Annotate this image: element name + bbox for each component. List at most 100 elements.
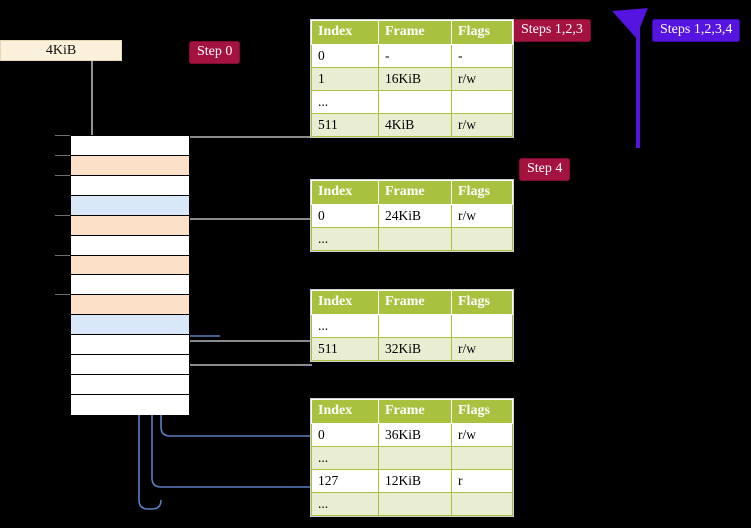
- cell-index: ...: [311, 314, 379, 338]
- cell-flags: [451, 314, 513, 338]
- table-row: ...: [311, 446, 513, 470]
- memory-frame-row: [71, 335, 189, 356]
- cell-index: 1: [311, 67, 379, 91]
- memory-frame-row: [71, 235, 189, 256]
- cell-flags: r/w: [451, 67, 513, 91]
- memory-frame-row: [71, 175, 189, 196]
- column-header-frame: Frame: [378, 290, 452, 315]
- badge-step-4: Step 4: [519, 158, 571, 181]
- cell-flags: r/w: [451, 423, 513, 447]
- memory-frame-row: [71, 315, 189, 336]
- table-row: ...: [311, 314, 513, 338]
- column-header-flags: Flags: [451, 20, 513, 45]
- column-header-flags: Flags: [451, 399, 513, 424]
- memory-frame-row: [71, 136, 189, 156]
- memory-frame-row: [71, 375, 189, 395]
- cell-frame: [378, 90, 452, 114]
- cell-flags: -: [451, 44, 513, 68]
- wire-step4-return: [612, 8, 648, 148]
- memory-frame-row: [71, 295, 189, 316]
- memory-tick: [55, 214, 70, 216]
- memory-frame-row: [71, 275, 189, 296]
- physical-memory-column: [70, 135, 190, 415]
- memory-frame-row: [71, 255, 189, 276]
- wire-gray-hook-right: [177, 331, 312, 342]
- cell-frame: 24KiB: [378, 204, 452, 228]
- cell-flags: r/w: [451, 113, 513, 137]
- table-row: ...: [311, 227, 513, 251]
- cell-index: 0: [311, 423, 379, 447]
- memory-tick: [55, 135, 70, 136]
- cell-frame: 32KiB: [378, 337, 452, 361]
- column-header-index: Index: [311, 399, 379, 424]
- cell-frame: [378, 227, 452, 251]
- column-header-index: Index: [311, 290, 379, 315]
- cell-flags: [451, 492, 513, 516]
- memory-frame-row: [71, 215, 189, 236]
- table-row: ...: [311, 90, 513, 114]
- memory-tick: [55, 154, 70, 156]
- wire-pt-row127-to-memory: [151, 413, 312, 488]
- cell-frame: 4KiB: [378, 113, 452, 137]
- cell-index: 0: [311, 204, 379, 228]
- cell-flags: r: [451, 469, 513, 493]
- cell-frame: 16KiB: [378, 67, 452, 91]
- table-row: 0--: [311, 44, 513, 68]
- column-header-flags: Flags: [451, 180, 513, 205]
- cell-frame: -: [378, 44, 452, 68]
- column-header-frame: Frame: [378, 20, 452, 45]
- memory-frame-row: [71, 195, 189, 216]
- cr3-4kib-box: 4KiB: [0, 40, 122, 61]
- cell-frame: 36KiB: [378, 423, 452, 447]
- cell-frame: [378, 446, 452, 470]
- badge-steps-123: Steps 1,2,3: [513, 19, 591, 42]
- wire-pdpt-to-memory: [177, 218, 312, 268]
- cell-flags: r/w: [451, 204, 513, 228]
- cell-flags: [451, 227, 513, 251]
- column-header-frame: Frame: [378, 180, 452, 205]
- cell-index: 127: [311, 469, 379, 493]
- cell-flags: r/w: [451, 337, 513, 361]
- cell-index: ...: [311, 446, 379, 470]
- column-header-index: Index: [311, 180, 379, 205]
- column-header-flags: Flags: [451, 290, 513, 315]
- cell-index: ...: [311, 90, 379, 114]
- memory-tick: [55, 174, 70, 176]
- cell-index: 0: [311, 44, 379, 68]
- cell-index: 511: [311, 113, 379, 137]
- memory-frame-row: [71, 394, 189, 415]
- memory-frame-row: [71, 155, 189, 176]
- memory-tick: [55, 254, 70, 256]
- wire-pt-row0-to-memory: [160, 413, 312, 437]
- cell-index: ...: [311, 227, 379, 251]
- cell-flags: [451, 90, 513, 114]
- cell-frame: 12KiB: [378, 469, 452, 493]
- cell-index: ...: [311, 492, 379, 516]
- wire-pt-127-left: [138, 413, 162, 510]
- cell-flags: [451, 446, 513, 470]
- badge-steps-1234: Steps 1,2,3,4: [652, 19, 741, 42]
- memory-frame-row: [71, 355, 189, 376]
- cell-frame: [378, 492, 452, 516]
- column-header-frame: Frame: [378, 399, 452, 424]
- memory-tick: [55, 294, 70, 296]
- wire-pd-to-memory: [177, 314, 312, 366]
- cell-index: 511: [311, 337, 379, 361]
- column-header-index: Index: [311, 20, 379, 45]
- cell-frame: [378, 314, 452, 338]
- badge-step-0: Step 0: [189, 41, 241, 64]
